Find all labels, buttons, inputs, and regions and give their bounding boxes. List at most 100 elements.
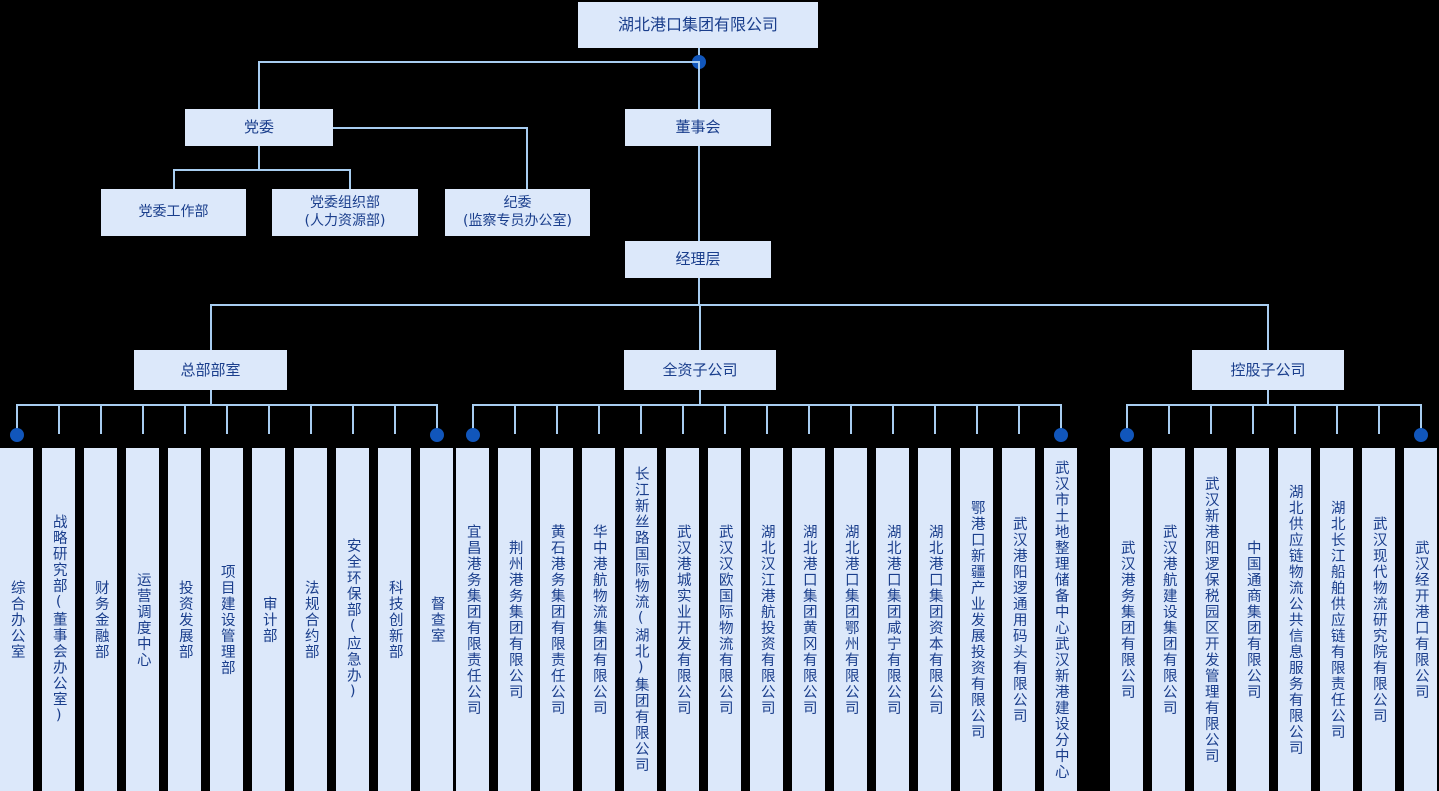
connector-drop-holding-subsidiaries-6 [1377, 404, 1380, 434]
connector-drop-wholly-owned-subsidiaries-11 [933, 404, 936, 434]
connector-drop-headquarters-7 [309, 404, 312, 434]
connector-drop-party [258, 61, 260, 109]
node-group-holding[interactable]: 控股子公司 [1192, 350, 1344, 390]
leaf-holding-subsidiaries-1[interactable]: 武汉港航建设集团有限公司 [1152, 448, 1185, 791]
leaf-headquarters-3[interactable]: 运营调度中心 [126, 448, 159, 791]
leaf-headquarters-8[interactable]: 安全环保部(应急办) [336, 448, 369, 791]
connector-drop-wholly-owned-subsidiaries-5 [681, 404, 684, 434]
connector-party-stem [258, 146, 260, 170]
leaf-label: 战略研究部(董事会办公室) [50, 514, 67, 725]
connector-dot-holding-subsidiaries-end [1413, 428, 1428, 442]
leaf-holding-subsidiaries-0[interactable]: 武汉港务集团有限公司 [1110, 448, 1143, 791]
leaf-headquarters-1[interactable]: 战略研究部(董事会办公室) [42, 448, 75, 791]
connector-drop-headquarters-2 [99, 404, 102, 434]
leaf-wholly-owned-subsidiaries-10[interactable]: 湖北港口集团咸宁有限公司 [876, 448, 909, 791]
connector-drop-headquarters-6 [267, 404, 270, 434]
leaf-wholly-owned-subsidiaries-1[interactable]: 荆州港务集团有限公司 [498, 448, 531, 791]
leaf-label: 宜昌港务集团有限责任公司 [464, 523, 481, 716]
leaf-wholly-owned-subsidiaries-14[interactable]: 武汉市土地整理储备中心武汉新港建设分中心 [1044, 448, 1077, 791]
leaf-headquarters-10[interactable]: 督查室 [420, 448, 453, 791]
connector-drop-holding-subsidiaries-5 [1335, 404, 1338, 434]
leaf-label: 武汉市土地整理储备中心武汉新港建设分中心 [1052, 459, 1069, 780]
connector-dot-headquarters-start [9, 428, 24, 442]
leaf-wholly-owned-subsidiaries-0[interactable]: 宜昌港务集团有限责任公司 [456, 448, 489, 791]
leaf-wholly-owned-subsidiaries-7[interactable]: 湖北汉江港航投资有限公司 [750, 448, 783, 791]
leaf-headquarters-7[interactable]: 法规合约部 [294, 448, 327, 791]
connector-drop-holding-subsidiaries-7 [1419, 404, 1422, 434]
connector-drop-headquarters-8 [351, 404, 354, 434]
leaf-wholly-owned-subsidiaries-5[interactable]: 武汉港城实业开发有限公司 [666, 448, 699, 791]
leaf-wholly-owned-subsidiaries-12[interactable]: 鄂港口新疆产业发展投资有限公司 [960, 448, 993, 791]
leaf-label: 中国通商集团有限公司 [1244, 539, 1261, 700]
leaf-label: 鄂港口新疆产业发展投资有限公司 [968, 499, 985, 740]
leaf-holding-subsidiaries-6[interactable]: 武汉现代物流研究院有限公司 [1362, 448, 1395, 791]
connector-drop-wholly-owned-subsidiaries-4 [639, 404, 642, 434]
leaf-holding-subsidiaries-5[interactable]: 湖北长江船舶供应链有限责任公司 [1320, 448, 1353, 791]
connector-drop-wholly-owned-subsidiaries-13 [1017, 404, 1020, 434]
connector-drop-headquarters-1 [57, 404, 60, 434]
leaf-label: 武汉经开港口有限公司 [1412, 539, 1429, 700]
leaf-wholly-owned-subsidiaries-4[interactable]: 长江新丝路国际物流(湖北)集团有限公司 [624, 448, 657, 791]
leaf-wholly-owned-subsidiaries-8[interactable]: 湖北港口集团黄冈有限公司 [792, 448, 825, 791]
leaf-label: 武汉港务集团有限公司 [1118, 539, 1135, 700]
connector-drop-wholly-owned-subsidiaries-3 [597, 404, 600, 434]
leaf-label: 荆州港务集团有限公司 [506, 539, 523, 700]
node-discipline-committee[interactable]: 纪委 (监察专员办公室) [445, 189, 590, 236]
node-party-committee[interactable]: 党委 [185, 109, 333, 146]
node-party-work-dept[interactable]: 党委工作部 [101, 189, 246, 236]
connector-stem-holding-subsidiaries [1267, 390, 1269, 404]
node-party-org-dept[interactable]: 党委组织部 (人力资源部) [272, 189, 418, 236]
connector-drop-wholly-owned-subsidiaries-10 [891, 404, 894, 434]
node-group-headquarters[interactable]: 总部部室 [134, 350, 287, 390]
connector-party-to-discipline [333, 127, 527, 129]
leaf-wholly-owned-subsidiaries-6[interactable]: 武汉汉欧国际物流有限公司 [708, 448, 741, 791]
leaf-label: 长江新丝路国际物流(湖北)集团有限公司 [632, 466, 649, 773]
leaf-label: 安全环保部(应急办) [344, 538, 361, 701]
connector-drop-party-org-dept [349, 169, 351, 189]
leaf-label: 湖北港口集团鄂州有限公司 [842, 523, 859, 716]
node-root[interactable]: 湖北港口集团有限公司 [578, 2, 818, 48]
leaf-headquarters-2[interactable]: 财务金融部 [84, 448, 117, 791]
leaf-holding-subsidiaries-7[interactable]: 武汉经开港口有限公司 [1404, 448, 1437, 791]
connector-bar-party-children [173, 169, 350, 171]
node-management[interactable]: 经理层 [625, 241, 771, 278]
leaf-holding-subsidiaries-4[interactable]: 湖北供应链物流公共信息服务有限公司 [1278, 448, 1311, 791]
leaf-wholly-owned-subsidiaries-9[interactable]: 湖北港口集团鄂州有限公司 [834, 448, 867, 791]
leaf-headquarters-4[interactable]: 投资发展部 [168, 448, 201, 791]
leaf-headquarters-9[interactable]: 科技创新部 [378, 448, 411, 791]
connector-drop-group-wholly-owned [699, 304, 701, 350]
leaf-wholly-owned-subsidiaries-2[interactable]: 黄石港务集团有限责任公司 [540, 448, 573, 791]
leaf-label: 审计部 [260, 595, 277, 644]
leaf-holding-subsidiaries-2[interactable]: 武汉新港阳逻保税园区开发管理有限公司 [1194, 448, 1227, 791]
leaf-wholly-owned-subsidiaries-3[interactable]: 华中港航物流集团有限公司 [582, 448, 615, 791]
connector-drop-headquarters-5 [225, 404, 228, 434]
leaf-label: 武汉港航建设集团有限公司 [1160, 523, 1177, 716]
node-board-of-directors[interactable]: 董事会 [625, 109, 771, 146]
leaf-headquarters-0[interactable]: 综合办公室 [0, 448, 33, 791]
leaf-label: 湖北长江船舶供应链有限责任公司 [1328, 499, 1345, 740]
leaf-wholly-owned-subsidiaries-11[interactable]: 湖北港口集团资本有限公司 [918, 448, 951, 791]
leaf-wholly-owned-subsidiaries-13[interactable]: 武汉港阳逻通用码头有限公司 [1002, 448, 1035, 791]
connector-drop-group-headquarters [210, 304, 212, 350]
connector-drop-holding-subsidiaries-2 [1209, 404, 1212, 434]
connector-drop-holding-subsidiaries-1 [1167, 404, 1170, 434]
connector-drop-wholly-owned-subsidiaries-12 [975, 404, 978, 434]
leaf-label: 科技创新部 [386, 579, 403, 660]
leaf-headquarters-6[interactable]: 审计部 [252, 448, 285, 791]
leaf-label: 华中港航物流集团有限公司 [590, 523, 607, 716]
leaf-label: 湖北供应链物流公共信息服务有限公司 [1286, 483, 1303, 756]
connector-dot-wholly-owned-subsidiaries-start [465, 428, 480, 442]
node-group-wholly-owned[interactable]: 全资子公司 [624, 350, 776, 390]
connector-drop-wholly-owned-subsidiaries-1 [513, 404, 516, 434]
connector-drop-headquarters-3 [141, 404, 144, 434]
connector-drop-wholly-owned-subsidiaries-8 [807, 404, 810, 434]
leaf-label: 湖北汉江港航投资有限公司 [758, 523, 775, 716]
leaf-label: 武汉汉欧国际物流有限公司 [716, 523, 733, 716]
leaf-holding-subsidiaries-3[interactable]: 中国通商集团有限公司 [1236, 448, 1269, 791]
leaf-label: 综合办公室 [8, 579, 25, 660]
leaf-label: 武汉港阳逻通用码头有限公司 [1010, 515, 1027, 724]
connector-board-to-management [698, 146, 700, 241]
leaf-headquarters-5[interactable]: 项目建设管理部 [210, 448, 243, 791]
connector-drop-wholly-owned-subsidiaries-6 [723, 404, 726, 434]
